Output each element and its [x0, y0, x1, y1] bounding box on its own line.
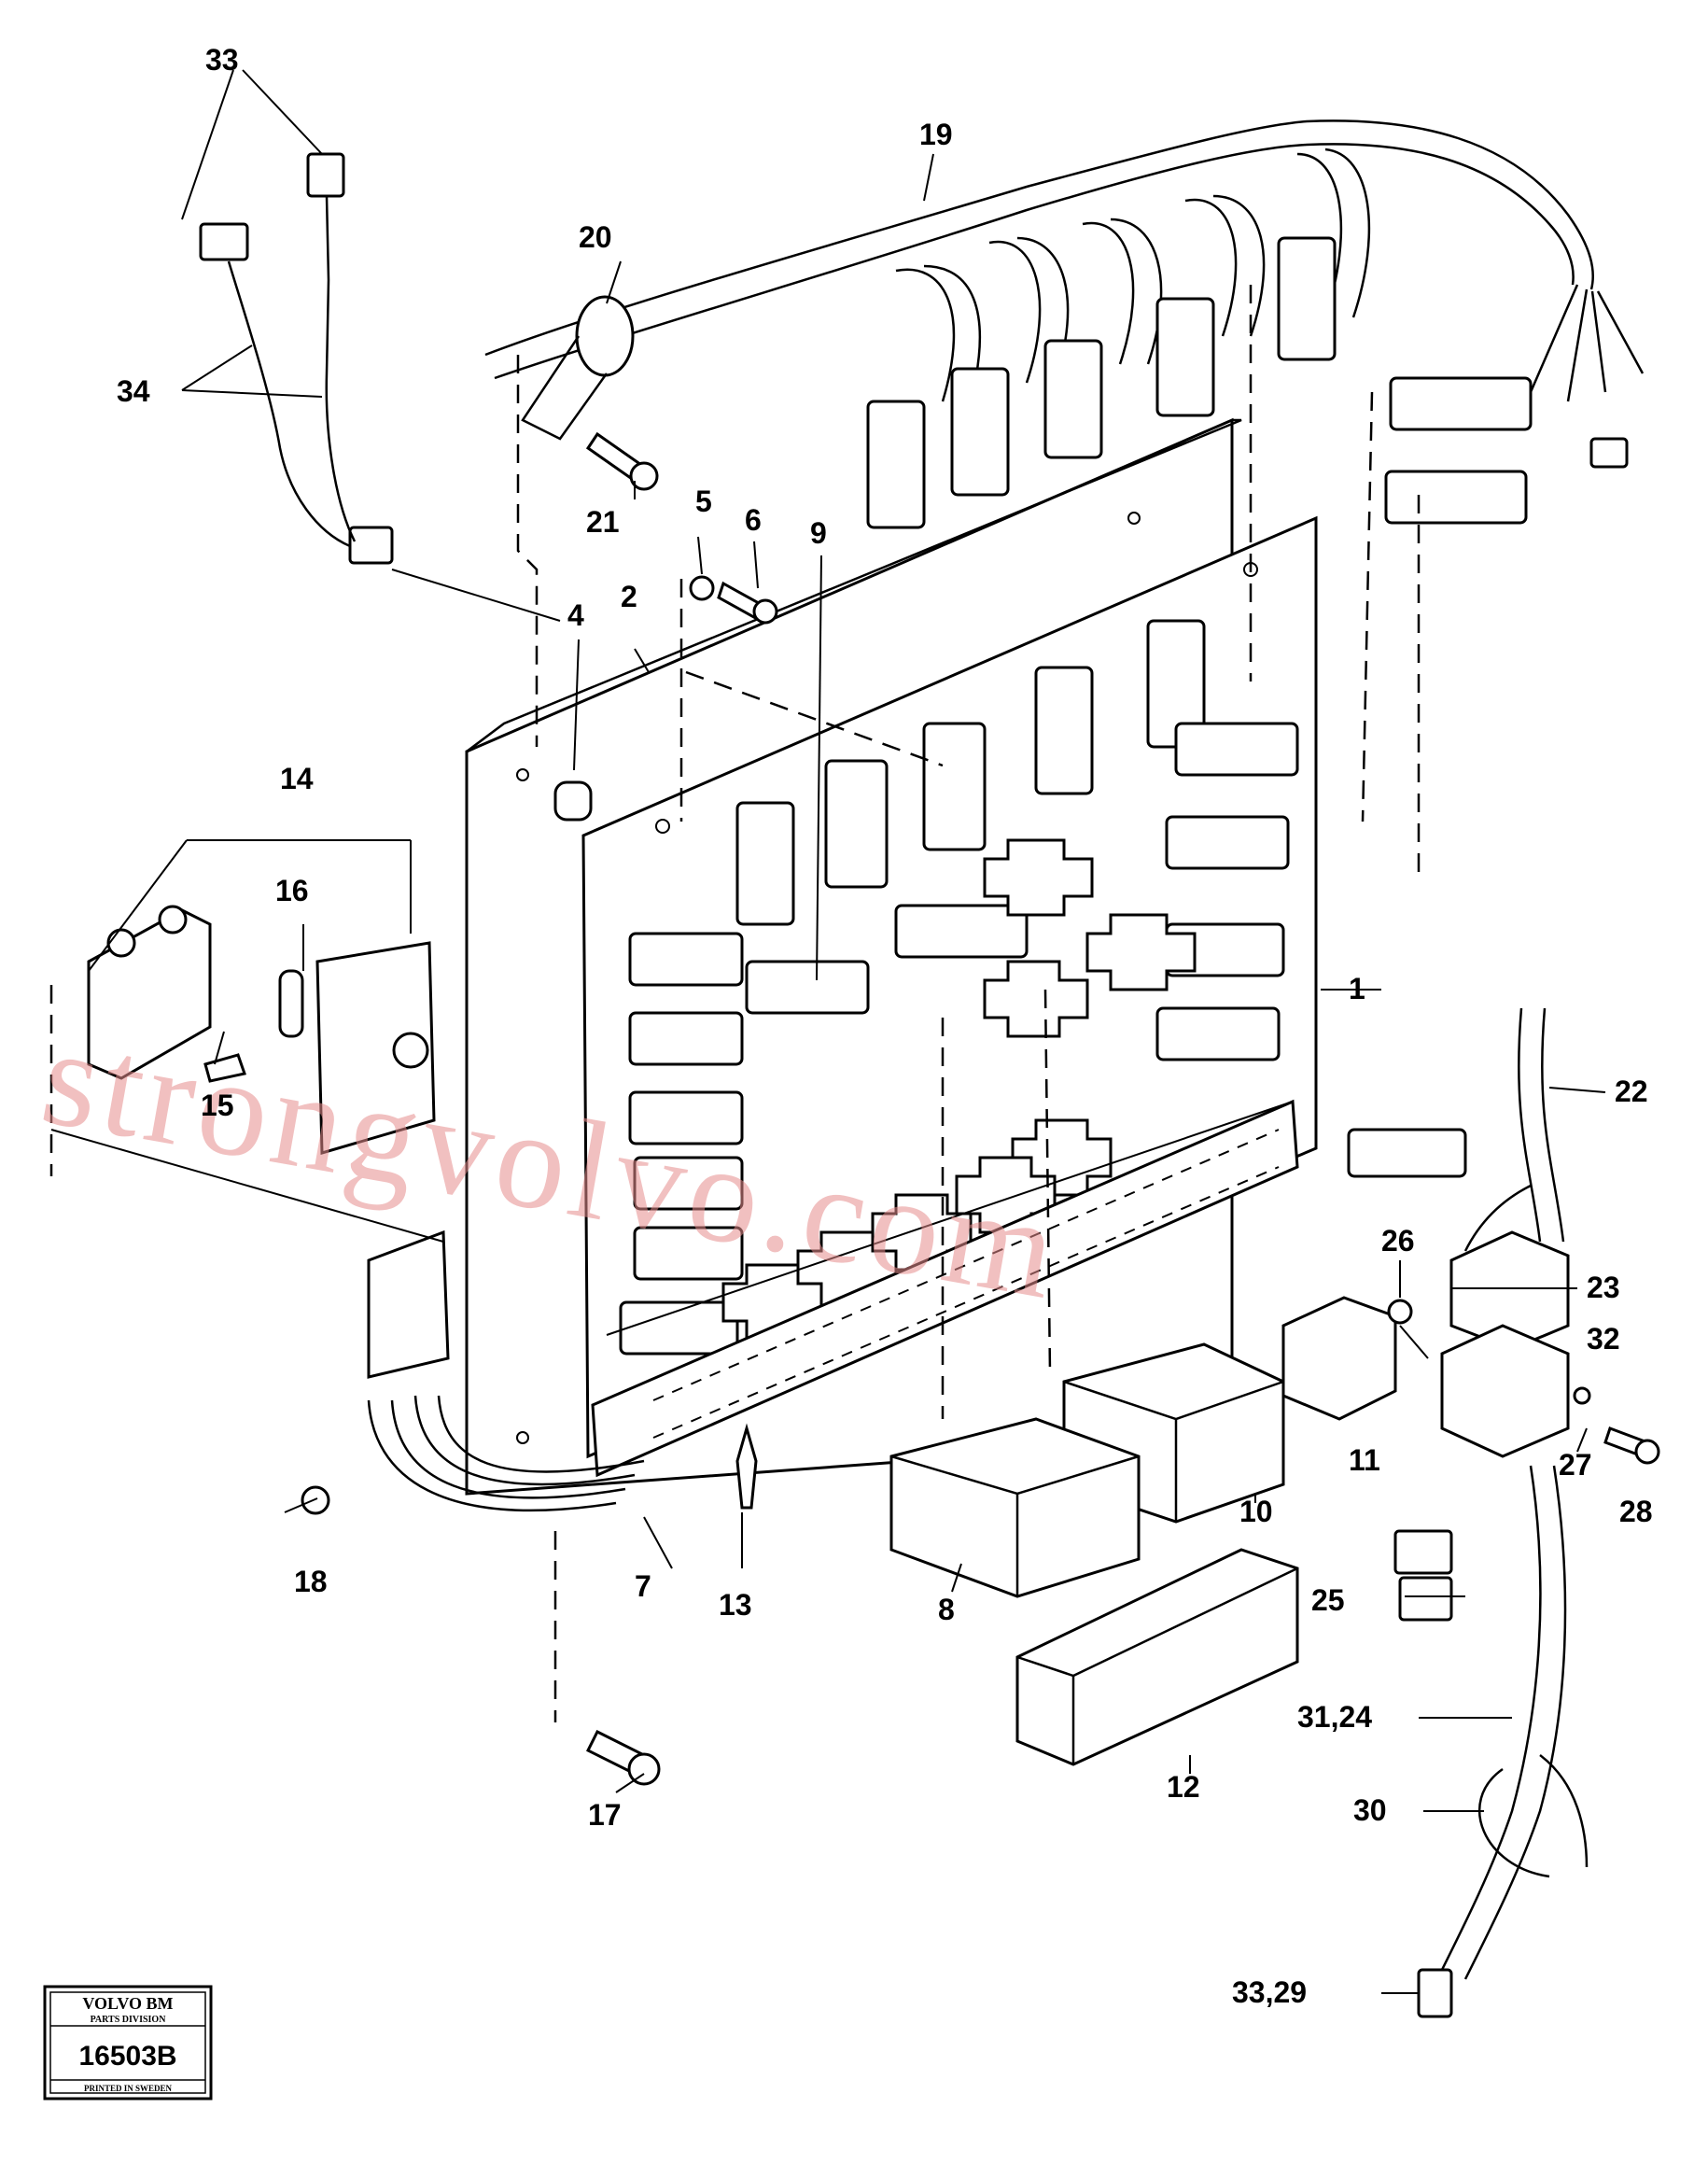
harness-connectors: [866, 236, 1629, 529]
stamp-division: PARTS DIVISION: [91, 2015, 167, 2025]
callout: 21: [586, 505, 620, 539]
callout: 28: [1619, 1495, 1653, 1528]
stamp-brand: VOLVO BM: [82, 1994, 173, 2013]
lower-wire-harness: [1347, 1007, 1589, 2018]
callout: 20: [579, 220, 612, 254]
stamp-number: 16503B: [78, 2041, 176, 2072]
callout: 33: [205, 43, 239, 77]
callout: 17: [588, 1798, 622, 1832]
fuse-holder-assembly: [87, 905, 436, 1155]
callout: 16: [275, 874, 309, 907]
callout: 13: [719, 1588, 752, 1622]
callout: 4: [567, 598, 584, 632]
callout: 8: [938, 1593, 955, 1626]
callout: 27: [1559, 1448, 1592, 1482]
callout: 5: [695, 485, 712, 518]
leader-lines: [50, 69, 1606, 1994]
callout: 10: [1239, 1495, 1273, 1528]
callout: 15: [201, 1089, 234, 1122]
left-wire-bundle: [367, 1395, 645, 1512]
callout: 25: [1311, 1583, 1345, 1617]
callout: 2: [621, 580, 637, 613]
callout: 31,24: [1297, 1700, 1372, 1734]
lead-connectors: [199, 152, 394, 565]
fasteners: [301, 431, 1660, 1786]
callout: 6: [745, 503, 762, 537]
callout: 7: [635, 1569, 651, 1603]
relay-modules: [889, 1230, 1591, 1766]
callout: 14: [280, 762, 314, 795]
callout: 26: [1381, 1224, 1415, 1258]
callout: 12: [1167, 1770, 1200, 1804]
callout: 19: [919, 118, 953, 151]
stamp-printed: PRINTED IN SWEDEN: [84, 2084, 173, 2093]
mounting-bracket: [367, 1230, 450, 1379]
callout: 23: [1587, 1271, 1620, 1304]
callout-labels: 1 2 4 5 6 7 8 9 10 11 12 13 14 15 16 17 …: [117, 43, 1653, 2009]
callout: 34: [117, 374, 150, 408]
assembly-guides: [49, 285, 1421, 1722]
callout: 33,29: [1232, 1975, 1307, 2009]
circuit-board: [581, 515, 1318, 1478]
volvo-bm-stamp: VOLVO BM PARTS DIVISION 16503B PRINTED I…: [43, 1985, 213, 2101]
callout: 30: [1353, 1793, 1387, 1827]
cable-clamp: [575, 295, 635, 377]
callout: 22: [1615, 1075, 1648, 1108]
callout: 11: [1349, 1443, 1380, 1477]
callout: 1: [1349, 972, 1365, 1005]
callout: 9: [810, 516, 827, 550]
callout: 32: [1587, 1322, 1620, 1356]
callout: 18: [294, 1565, 328, 1598]
